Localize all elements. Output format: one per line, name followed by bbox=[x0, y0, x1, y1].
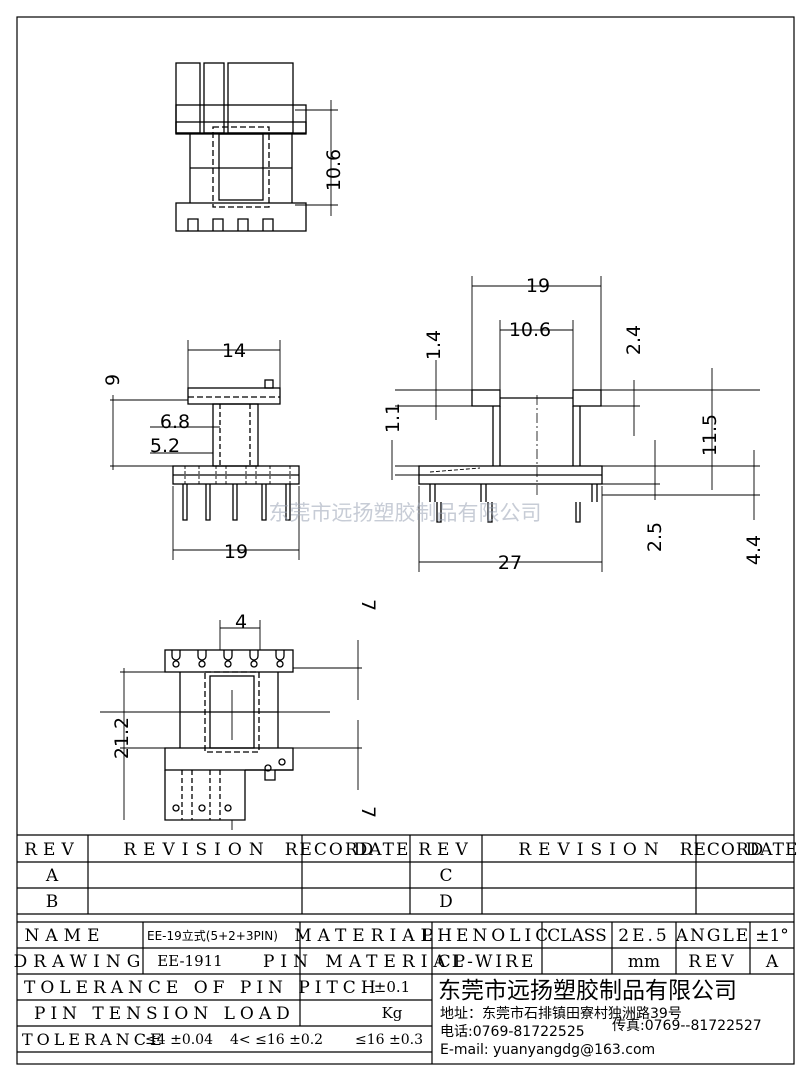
company-email: E-mail: yuanyangdg@163.com bbox=[440, 1042, 655, 1058]
section-dim-height: 11.5 bbox=[699, 414, 721, 456]
record-header-2: RECORD bbox=[680, 840, 765, 860]
side-view bbox=[175, 62, 338, 232]
tolerance-value-2: 4< ≤16 ±0.2 bbox=[230, 1032, 323, 1048]
section-dim-base: 1.1 bbox=[382, 403, 404, 433]
tolerance-value-1: ≤4 ±0.04 bbox=[145, 1032, 213, 1048]
section-dim-pin-offset: 2.5 bbox=[644, 522, 666, 552]
section-dim-bottom: 27 bbox=[498, 552, 522, 574]
side-dim-height: 10.6 bbox=[323, 149, 345, 191]
front-dim-height: 9 bbox=[102, 374, 124, 386]
front-dim-core: 5.2 bbox=[150, 435, 180, 457]
watermark-text: 东莞市远扬塑胶制品有限公司 bbox=[269, 501, 542, 525]
tolerance-label: TOLERANCE bbox=[22, 1030, 166, 1049]
material-label: MATERIAL bbox=[294, 926, 438, 946]
angle-value: ±1° bbox=[755, 926, 789, 946]
title-block-grid bbox=[17, 921, 794, 1064]
revision-row-d: D bbox=[439, 892, 453, 912]
drawing-value: EE-1911 bbox=[157, 952, 222, 970]
date-header-1: DATE bbox=[354, 840, 411, 860]
rev-label: REV bbox=[688, 952, 738, 972]
angle-label: ANGLE bbox=[675, 926, 750, 946]
front-dim-top: 14 bbox=[222, 340, 246, 362]
sheet-border bbox=[16, 16, 795, 1065]
section-dim-wall: 2.4 bbox=[623, 325, 645, 355]
bottom-view bbox=[100, 620, 362, 830]
revision-row-b: B bbox=[46, 892, 59, 912]
pin-tension-value: Kg bbox=[382, 1004, 403, 1022]
revision-row-c: C bbox=[439, 866, 452, 886]
front-dim-slot: 6.8 bbox=[160, 411, 190, 433]
revision-headers: REV REVISION RECORD DATE REV REVISION RE… bbox=[24, 840, 799, 860]
drawing-label: DRAWING bbox=[14, 952, 147, 972]
revision-header-1: REVISION bbox=[123, 840, 270, 860]
tolerance-pin-label: TOLERANCE OF PIN PITCH bbox=[24, 978, 381, 998]
section-dim-pin-len: 4.4 bbox=[743, 535, 765, 565]
rev-header-1: REV bbox=[24, 840, 80, 860]
bottom-dim-length: 21.2 bbox=[111, 717, 133, 759]
revision-row-a: A bbox=[45, 866, 59, 886]
bottom-dim-bottom-edge: 7 bbox=[357, 806, 379, 818]
pin-material-value: CP-WIRE bbox=[438, 952, 537, 972]
scale-value: 2E.5 bbox=[618, 926, 669, 946]
rev-value: A bbox=[765, 952, 779, 972]
bottom-dim-top-edge: 7 bbox=[357, 599, 379, 611]
unit-value: mm bbox=[628, 952, 660, 972]
section-view bbox=[391, 276, 760, 572]
bottom-dim-width: 4 bbox=[235, 611, 247, 633]
class-value: CLASS bbox=[547, 926, 607, 946]
pin-material-label: PIN MATERIAL bbox=[263, 952, 469, 972]
material-value: PHENOLIC bbox=[422, 926, 553, 946]
revision-header-2: REVISION bbox=[518, 840, 665, 860]
section-dim-top: 19 bbox=[526, 275, 550, 297]
company-address: 地址：东莞市石排镇田寮村独洲路39号 bbox=[440, 1005, 682, 1022]
name-label: NAME bbox=[25, 926, 106, 946]
tolerance-value-3: ≤16 ±0.3 bbox=[355, 1032, 423, 1048]
pin-tension-label: PIN TENSION LOAD bbox=[34, 1004, 295, 1024]
company-name: 东莞市远扬塑胶制品有限公司 bbox=[438, 978, 737, 1004]
front-dim-bottom: 19 bbox=[224, 541, 248, 563]
record-header-1: RECORD bbox=[285, 840, 376, 860]
rev-header-2: REV bbox=[418, 840, 474, 860]
name-value: EE-19立式(5+2+3PIN) bbox=[147, 928, 278, 943]
tolerance-pin-value: ±0.1 bbox=[374, 978, 410, 996]
date-header-2: DATE bbox=[746, 840, 799, 860]
company-phone: 电话:0769-81722525 bbox=[440, 1024, 585, 1040]
section-dim-flange: 1.4 bbox=[423, 330, 445, 360]
revision-table bbox=[17, 834, 794, 915]
section-dim-inner: 10.6 bbox=[509, 319, 551, 341]
company-fax: 传真:0769--81722527 bbox=[612, 1018, 762, 1034]
front-view bbox=[110, 340, 300, 560]
